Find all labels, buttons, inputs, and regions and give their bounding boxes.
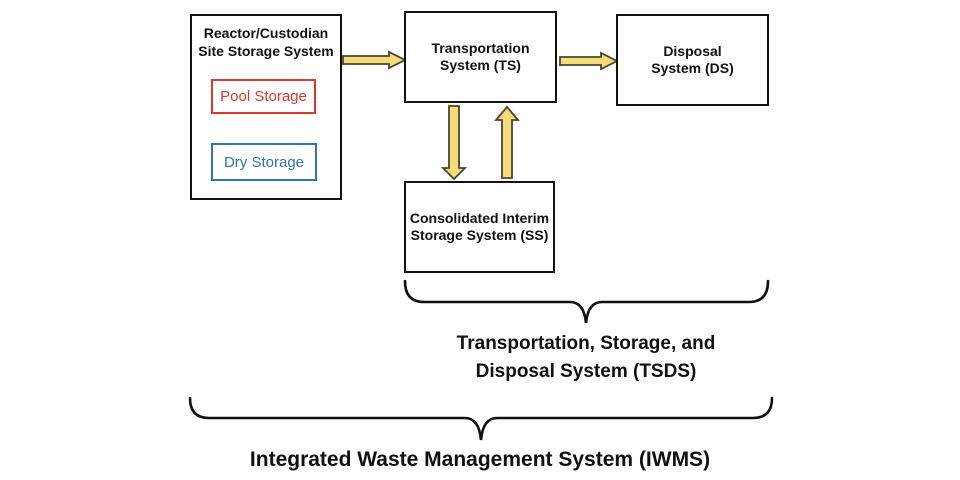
storage-box-label-line2: Storage System (SS) <box>410 227 549 243</box>
iwms-group-label: Integrated Waste Management System (IWMS… <box>180 447 780 472</box>
pool-storage-box: Pool Storage <box>211 79 316 114</box>
reactor-box-label-line2: Site Storage System <box>198 42 334 59</box>
disposal-box-label-line2: System (DS) <box>651 60 734 76</box>
disposal-system-box: Disposal System (DS) <box>616 14 769 106</box>
iwms-label-text: Integrated Waste Management System (IWMS… <box>249 448 711 471</box>
disposal-box-label-line1: Disposal <box>663 42 722 59</box>
iwms-curly-brace <box>188 396 774 441</box>
transportation-box-label-line1: Transportation <box>431 39 530 56</box>
pool-storage-label: Pool Storage <box>220 88 307 105</box>
storage-box-label-line1: Consolidated Interim <box>409 209 550 226</box>
tsds-label-line2: Disposal System (TSDS) <box>475 361 697 382</box>
reactor-box-label-line1: Reactor/Custodian <box>203 25 329 41</box>
dry-storage-label: Dry Storage <box>223 153 305 171</box>
consolidated-interim-storage-box: Consolidated Interim Storage System (SS) <box>404 181 555 273</box>
tsds-label-line1: Transportation, Storage, and <box>456 333 716 354</box>
transportation-system-box: Transportation System (TS) <box>404 11 557 103</box>
block-arrow-down-ts-to-ss-icon <box>440 105 468 181</box>
block-arrow-up-ss-to-ts-icon <box>494 105 520 179</box>
transportation-box-label-line2: System (TS) <box>440 57 521 73</box>
tsds-group-label: Transportation, Storage, and Disposal Sy… <box>396 330 776 386</box>
block-arrow-right-ts-to-ds-icon <box>559 51 620 71</box>
block-arrow-right-reactor-to-ts-icon <box>342 50 408 70</box>
dry-storage-box: Dry Storage <box>211 143 317 181</box>
tsds-curly-brace <box>403 279 770 324</box>
